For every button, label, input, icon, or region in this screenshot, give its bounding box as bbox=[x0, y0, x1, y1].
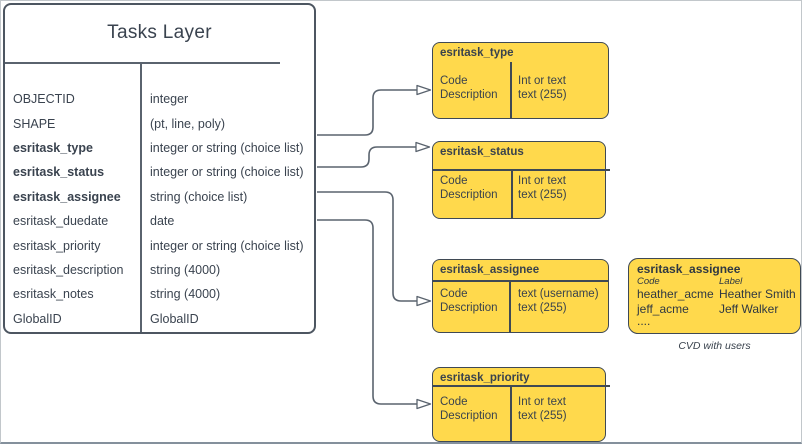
choice-box-header-divider bbox=[432, 385, 610, 387]
table-row: esritask_type integer or string (choice l… bbox=[5, 136, 314, 160]
choice-box-title: esritask_status bbox=[440, 146, 524, 158]
column-divider bbox=[140, 63, 142, 332]
cvd-label: Jeff Walker bbox=[719, 302, 779, 316]
choice-box-text: Description bbox=[440, 301, 498, 314]
arrowhead-icon bbox=[416, 398, 432, 410]
choice-box-title: esritask_assignee bbox=[440, 264, 540, 276]
field-name: esritask_priority bbox=[13, 238, 101, 253]
cvd-code: heather_acme bbox=[637, 287, 714, 301]
choice-box-text: Int or text bbox=[518, 396, 566, 408]
choice-box-left-col: Code Description bbox=[440, 288, 498, 315]
arrowhead-icon bbox=[416, 295, 432, 307]
tasks-layer-table[interactable]: Tasks Layer OBJECTID integer SHAPE (pt, li… bbox=[3, 3, 316, 334]
connector-esritask-type[interactable] bbox=[317, 84, 432, 136]
connector-esritask-assignee[interactable] bbox=[317, 191, 432, 307]
field-name: esritask_status bbox=[13, 165, 105, 180]
title-divider bbox=[5, 62, 280, 64]
choice-box-text: Code bbox=[440, 396, 468, 408]
choice-box-title: esritask_priority bbox=[440, 372, 530, 384]
cvd-caption: CVD with users bbox=[678, 340, 751, 352]
choice-box-text: Description bbox=[440, 88, 498, 101]
table-row: OBJECTID integer bbox=[5, 87, 314, 111]
field-list: OBJECTID integer SHAPE (pt, line, poly) es… bbox=[5, 87, 314, 331]
cvd-box-title: esritask_assignee bbox=[637, 262, 741, 276]
choice-box-text: Int or text bbox=[518, 75, 566, 87]
choice-box-divider bbox=[510, 62, 512, 118]
choice-box-text: Int or text bbox=[518, 175, 566, 187]
choice-box-esritask-assignee[interactable]: esritask_assignee Code Description text … bbox=[432, 259, 609, 333]
choice-box-header-divider bbox=[432, 169, 610, 171]
connector-esritask-status[interactable] bbox=[317, 141, 431, 168]
table-row: esritask_assignee string (choice list) bbox=[5, 185, 314, 209]
choice-box-text: text (255) bbox=[518, 88, 567, 101]
field-name: esritask_type bbox=[13, 140, 93, 155]
choice-box-text: Description bbox=[440, 188, 498, 201]
choice-box-text: text (255) bbox=[518, 301, 567, 314]
field-type: GlobalID bbox=[150, 311, 199, 326]
field-name: GlobalID bbox=[13, 311, 62, 326]
choice-box-right-col: Int or text text (255) bbox=[518, 396, 567, 423]
choice-box-left-col: Code Description bbox=[440, 75, 498, 102]
field-type: integer or string (choice list) bbox=[150, 140, 304, 155]
choice-box-left-col: Code Description bbox=[440, 175, 498, 202]
choice-box-text: text (255) bbox=[518, 409, 567, 422]
choice-box-divider bbox=[510, 385, 512, 441]
choice-box-esritask-priority[interactable]: esritask_priority Code Description Int o… bbox=[432, 367, 610, 442]
choice-box-right-col: Int or text text (255) bbox=[518, 175, 567, 202]
cvd-code: jeff_acme bbox=[637, 302, 689, 316]
table-row: esritask_duedate date bbox=[5, 209, 314, 233]
table-title: Tasks Layer bbox=[107, 22, 212, 43]
field-type: date bbox=[150, 214, 175, 229]
choice-box-text: Code bbox=[440, 175, 468, 187]
choice-box-divider bbox=[509, 280, 511, 332]
table-row: esritask_priority integer or string (choi… bbox=[5, 233, 314, 257]
arrowhead-icon bbox=[416, 84, 432, 96]
cvd-col-header-label: Label bbox=[719, 276, 743, 287]
cvd-col-header-code: Code bbox=[637, 276, 660, 287]
table-row: esritask_notes string (4000) bbox=[5, 282, 314, 306]
choice-box-right-col: text (username) text (255) bbox=[518, 288, 599, 315]
cvd-box-esritask-assignee[interactable]: esritask_assignee Code Label heather_acm… bbox=[628, 258, 801, 334]
choice-box-header-divider bbox=[432, 280, 609, 282]
field-name: SHAPE bbox=[13, 116, 56, 131]
choice-box-divider bbox=[511, 169, 513, 218]
cvd-label: Heather Smith bbox=[719, 287, 796, 301]
field-type: (pt, line, poly) bbox=[150, 116, 226, 131]
choice-box-text: text (255) bbox=[518, 188, 567, 201]
table-row: esritask_status integer or string (choice… bbox=[5, 160, 314, 184]
field-type: integer or string (choice list) bbox=[150, 238, 304, 253]
arrowhead-icon bbox=[415, 141, 431, 153]
choice-box-right-col: Int or text text (255) bbox=[518, 75, 567, 102]
table-row: GlobalID GlobalID bbox=[5, 307, 314, 331]
field-type: integer or string (choice list) bbox=[150, 165, 304, 180]
field-name: esritask_duedate bbox=[13, 214, 109, 229]
field-type: string (4000) bbox=[150, 287, 221, 302]
connector-esritask-priority[interactable] bbox=[317, 219, 432, 410]
field-type: integer bbox=[150, 92, 189, 107]
table-row: esritask_description string (4000) bbox=[5, 258, 314, 282]
field-name: OBJECTID bbox=[13, 92, 75, 107]
choice-box-text: Code bbox=[440, 288, 468, 300]
choice-box-esritask-type[interactable]: esritask_type Code Description Int or te… bbox=[432, 42, 609, 119]
field-name: esritask_notes bbox=[13, 287, 94, 302]
table-row: SHAPE (pt, line, poly) bbox=[5, 111, 314, 135]
choice-box-text: text (username) bbox=[518, 288, 599, 300]
choice-box-text: Description bbox=[440, 409, 498, 422]
choice-box-text: Code bbox=[440, 75, 468, 87]
choice-box-title: esritask_type bbox=[440, 47, 514, 59]
field-type: string (4000) bbox=[150, 262, 221, 277]
choice-box-left-col: Code Description bbox=[440, 396, 498, 423]
field-name: esritask_assignee bbox=[13, 189, 121, 204]
choice-box-esritask-status[interactable]: esritask_status Code Description Int or … bbox=[432, 141, 610, 219]
field-name: esritask_description bbox=[13, 262, 124, 277]
cvd-ellipsis: .... bbox=[637, 314, 651, 328]
field-type: string (choice list) bbox=[150, 189, 248, 204]
